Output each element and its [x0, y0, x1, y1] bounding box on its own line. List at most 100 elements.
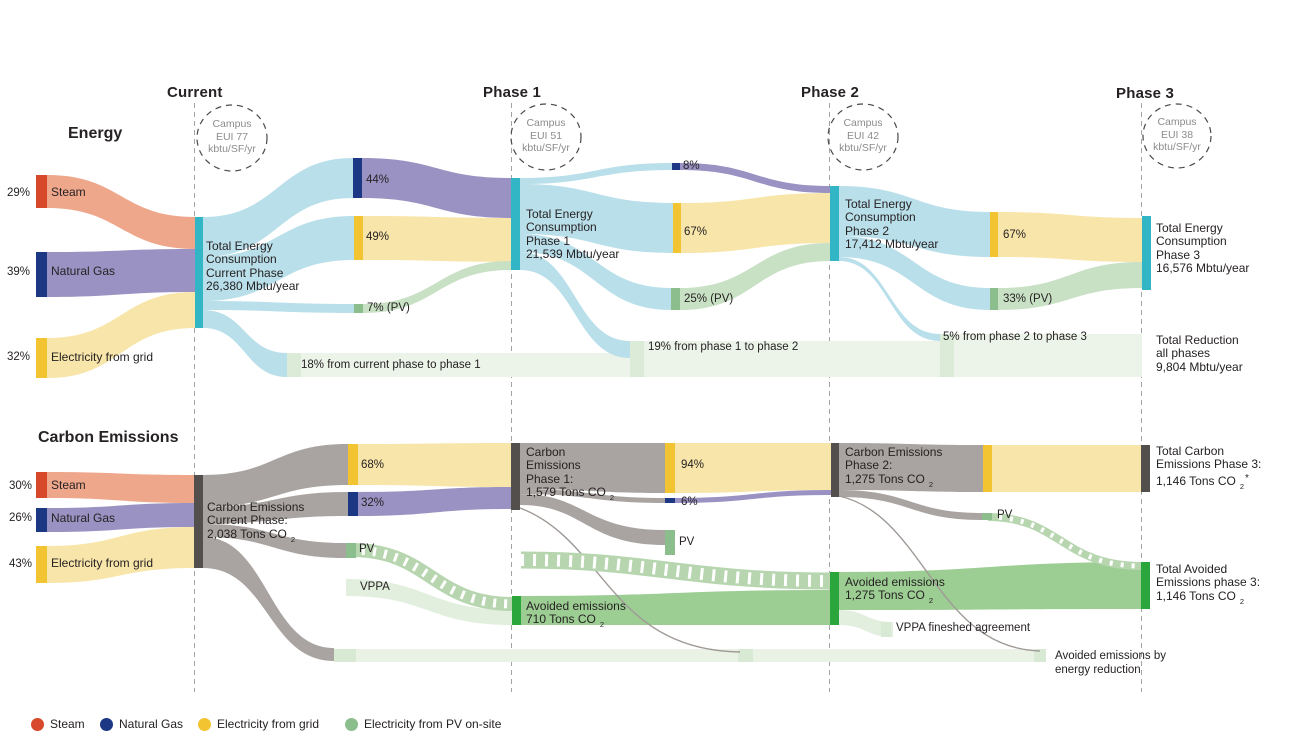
node-67 — [673, 203, 681, 253]
flow-cphase2-to-yellow3 — [839, 443, 983, 492]
carbon-grid-label: Electricity from grid — [51, 556, 154, 570]
flow-68-to-cphase1 — [358, 443, 511, 487]
reduction-label-2: 19% from phase 1 to phase 2 — [648, 341, 799, 353]
energy-total-phase1: Total Energy Consumption Phase 1 21,539 … — [526, 207, 620, 262]
carbon-total-phase3: Total Carbon Emissions Phase 3: 1,146 To… — [1156, 444, 1262, 491]
energy-steam-pct: 29% — [7, 187, 31, 199]
campus-circle-current — [196, 104, 268, 172]
energy-gas-pct: 39% — [7, 266, 31, 278]
split-49: 49% — [366, 231, 390, 243]
flow-49-to-phase1 — [363, 216, 511, 262]
flow-25pv-to-phase2 — [680, 243, 830, 310]
split-cpv2: PV — [679, 536, 695, 548]
node-8 — [672, 163, 680, 170]
node-gas-energy — [36, 252, 47, 297]
phase-header-phase2: Phase 2 — [801, 84, 860, 101]
flow-c-grid-to-current — [47, 527, 194, 583]
node-c68 — [348, 444, 358, 485]
energy-total-phase3: Total Energy Consumption Phase 3 16,576 … — [1156, 221, 1250, 276]
flow-cphase1-to-pv2 — [520, 494, 665, 545]
reduction-band-3 — [940, 334, 1142, 377]
flow-avoided2-to-avoided3 — [839, 562, 1141, 610]
node-cpv2 — [665, 530, 675, 555]
flow-grid-to-current — [47, 292, 195, 378]
avoided-by-reduction-band — [334, 649, 1046, 662]
node-energy-phase2 — [830, 186, 839, 261]
hatched-pv3-to-avoided3 — [987, 513, 1143, 570]
split-cpv3: PV — [997, 509, 1013, 521]
reduction-band-2 — [630, 341, 940, 377]
natural-gas-swatch-icon — [100, 717, 113, 731]
energy-grid-pct: 32% — [7, 351, 31, 363]
campus-eui-phase3: Campus EUI 38 kbtu/SF/yr — [1153, 116, 1201, 153]
flow-c-steam-to-current — [47, 472, 194, 503]
node-avoided2 — [830, 572, 839, 625]
hatched-pv2-to-avoided2 — [520, 551, 832, 590]
legend-item-pv: Electricity from PV on-site — [345, 717, 501, 731]
phase-header-phase1: Phase 1 — [483, 84, 542, 101]
reduction-band-2-cap — [630, 341, 644, 377]
node-energy-phase3 — [1142, 216, 1151, 290]
avoided-by-reduction-line1: Avoided emissions by — [1055, 650, 1167, 662]
split-c94: 94% — [681, 459, 705, 471]
campus-eui-phase1: Campus EUI 51 kbtu/SF/yr — [522, 117, 570, 154]
flow-cphase2-to-pv3 — [839, 490, 982, 520]
flow-33pv-to-phase3 — [998, 262, 1142, 310]
split-vppa: VPPA — [360, 581, 390, 593]
node-energy-current — [195, 217, 203, 328]
node-c6 — [665, 498, 675, 503]
carbon-steam-label: Steam — [51, 478, 86, 492]
carbon-grid-pct: 43% — [9, 558, 33, 570]
flow-avoided1-to-avoided2 — [521, 590, 830, 625]
phase-header-current: Current — [167, 84, 223, 101]
flow-8-to-phase2 — [680, 163, 830, 193]
node-c32 — [348, 492, 358, 516]
flow-7pv-to-phase1 — [363, 261, 511, 313]
flow-gas-to-current — [47, 249, 195, 297]
flow-phase2-to-reduction — [839, 257, 940, 341]
node-grid-energy — [36, 338, 47, 378]
flow-67b-to-phase3 — [998, 212, 1142, 262]
flow-current-to-44 — [203, 158, 353, 257]
flow-current-to-49 — [203, 216, 354, 301]
node-grid-carbon — [36, 546, 47, 583]
flow-cphase1-to-94 — [520, 443, 665, 493]
node-cpv3 — [982, 513, 992, 520]
flow-c-current-to-pv1 — [203, 524, 346, 558]
reduction-band-1-cap — [287, 353, 301, 377]
node-avoided3 — [1141, 562, 1150, 609]
flow-c-current-to-68 — [203, 444, 348, 507]
steam-swatch-icon — [31, 717, 44, 731]
flow-c-gas-to-current — [47, 503, 194, 532]
flow-current-to-7pv — [203, 301, 354, 313]
campus-circle-phase1 — [510, 103, 582, 171]
split-c32: 32% — [361, 497, 385, 509]
flow-67-to-phase2 — [681, 193, 830, 253]
energy-steam-label: Steam — [51, 185, 86, 199]
flow-phase1-to-25pv — [520, 234, 671, 310]
avoided-band-cap-3 — [1034, 649, 1046, 662]
energy-total-reduction: Total Reduction all phases 9,804 Mbtu/ye… — [1156, 333, 1243, 374]
split-25pv: 25% (PV) — [684, 293, 734, 305]
vppa-finished-cap — [881, 622, 891, 637]
campus-eui-circles — [196, 103, 1212, 172]
pv-swatch-icon — [345, 717, 358, 731]
flow-phase1-to-67 — [520, 184, 673, 253]
flow-c-current-to-32 — [203, 492, 348, 524]
carbon-total-current: Carbon Emissions Current Phase: 2,038 To… — [207, 500, 305, 544]
sankey-nodes — [36, 158, 1151, 625]
node-carbon-phase1 — [511, 443, 520, 510]
energy-gas-label: Natural Gas — [51, 264, 116, 278]
hatched-pv3-to-avoided3-ties — [987, 514, 1143, 569]
carbon-steam-pct: 30% — [9, 480, 33, 492]
flow-phase1-to-reduction — [520, 252, 630, 358]
node-carbon-phase2 — [831, 443, 839, 497]
legend-item-grid: Electricity from grid — [198, 717, 319, 731]
reduction-band-1 — [287, 353, 630, 377]
legend-item-steam: Steam — [31, 717, 85, 731]
flow-phase2-to-33pv — [839, 236, 990, 310]
split-8: 8% — [683, 160, 700, 172]
flow-44-to-phase1 — [362, 158, 511, 218]
